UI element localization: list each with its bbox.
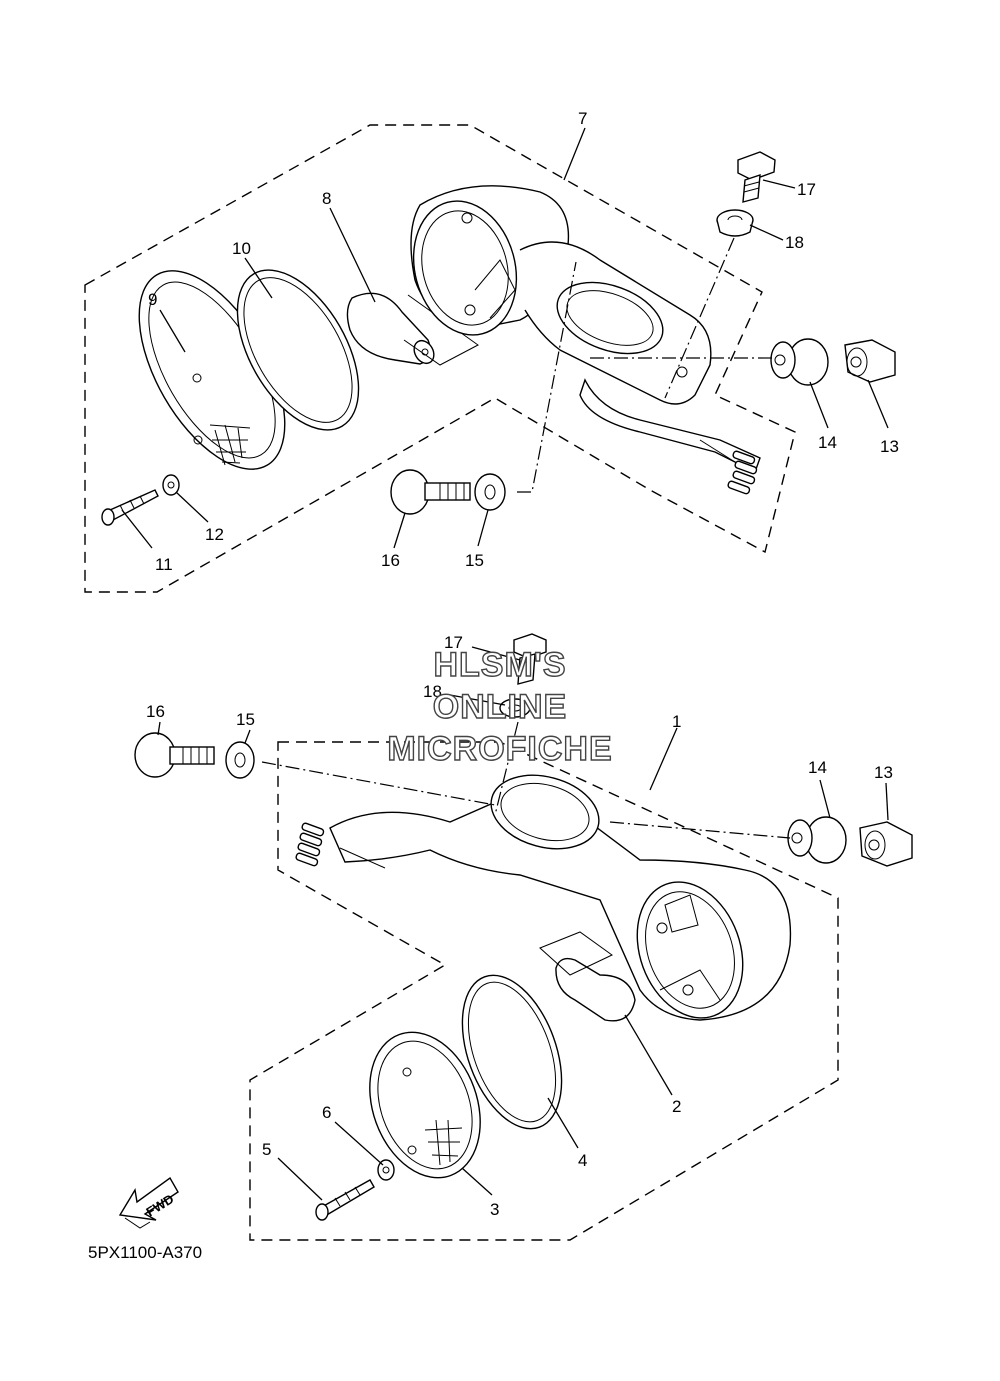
top-wire-connectors xyxy=(699,439,758,495)
callout-6: 6 xyxy=(322,1103,331,1122)
bulb-8 xyxy=(346,292,479,366)
callout-9: 9 xyxy=(148,290,157,309)
top-turn-signal-assembly xyxy=(84,124,896,593)
callout-18-bottom: 18 xyxy=(423,682,442,701)
callout-8: 8 xyxy=(322,189,331,208)
watermark-line-3: MICROFICHE xyxy=(387,730,612,768)
screw-11-top xyxy=(101,489,159,526)
callout-13-bottom: 13 xyxy=(874,763,893,782)
callout-15-bottom: 15 xyxy=(236,710,255,729)
callout-13-top: 13 xyxy=(880,437,899,456)
watermark: HLSM'S ONLINE MICROFICHE xyxy=(387,645,613,768)
bottom-turn-signal-assembly xyxy=(134,633,913,1241)
callout-12: 12 xyxy=(205,525,224,544)
lens-3 xyxy=(369,1031,481,1179)
nut-13-bottom xyxy=(859,821,913,867)
bolt-16-bottom xyxy=(134,732,215,778)
collar-18-bottom xyxy=(499,698,531,718)
callouts-bottom: 17 18 16 15 1 14 13 2 4 6 5 3 xyxy=(146,633,893,1219)
callout-1: 1 xyxy=(672,712,681,731)
watermark-line-2: ONLINE xyxy=(433,688,567,726)
callout-4: 4 xyxy=(578,1151,587,1170)
fwd-arrow-icon: FWD xyxy=(118,1176,179,1229)
leader-lines xyxy=(121,127,889,1201)
screw-5-bottom xyxy=(315,1179,375,1221)
callout-17-bottom: 17 xyxy=(444,633,463,652)
nut-13-top xyxy=(844,339,896,383)
callout-17-top: 17 xyxy=(797,180,816,199)
callout-16-bottom: 16 xyxy=(146,702,165,721)
top-centerline-bolt xyxy=(664,237,735,399)
top-centerline-washer xyxy=(517,261,577,493)
bolt-17-top xyxy=(737,151,776,203)
callout-14-top: 14 xyxy=(818,433,837,452)
housing-1 xyxy=(329,774,792,1021)
grommet-14-top xyxy=(770,338,829,386)
gasket-4 xyxy=(461,974,563,1130)
washer-15-top xyxy=(474,473,506,511)
callout-18-top: 18 xyxy=(785,233,804,252)
washer-15-bottom xyxy=(225,741,255,779)
washer-6-bottom xyxy=(377,1159,395,1181)
bottom-centerline-grommet xyxy=(609,821,791,839)
bottom-assembly-boundary xyxy=(249,741,839,1241)
callout-5: 5 xyxy=(262,1140,271,1159)
housing-7 xyxy=(410,185,761,473)
callout-11: 11 xyxy=(155,555,173,574)
grommet-14-bottom xyxy=(787,816,847,864)
bolt-17-bottom xyxy=(513,633,547,685)
bottom-centerline-washer xyxy=(261,761,496,806)
callout-3: 3 xyxy=(490,1200,499,1219)
collar-18-top xyxy=(716,209,754,237)
washer-12-top xyxy=(162,474,180,496)
callout-15-top: 15 xyxy=(465,551,484,570)
bottom-wire-connectors xyxy=(295,822,386,869)
bolt-16-top xyxy=(390,469,471,515)
bottom-centerline-bolt xyxy=(494,721,519,816)
top-assembly-boundary xyxy=(84,124,796,593)
callouts-top: 7 17 18 8 10 9 14 13 12 11 16 15 xyxy=(148,109,899,574)
callout-16-top: 16 xyxy=(381,551,400,570)
callout-10: 10 xyxy=(232,239,251,258)
bulb-2 xyxy=(539,931,636,1022)
callout-7: 7 xyxy=(578,109,587,128)
callout-14-bottom: 14 xyxy=(808,758,827,777)
callout-2: 2 xyxy=(672,1097,681,1116)
diagram-code: 5PX1100-A370 xyxy=(88,1243,202,1262)
watermark-line-1: HLSM'S xyxy=(433,646,566,684)
gasket-10 xyxy=(236,269,360,431)
